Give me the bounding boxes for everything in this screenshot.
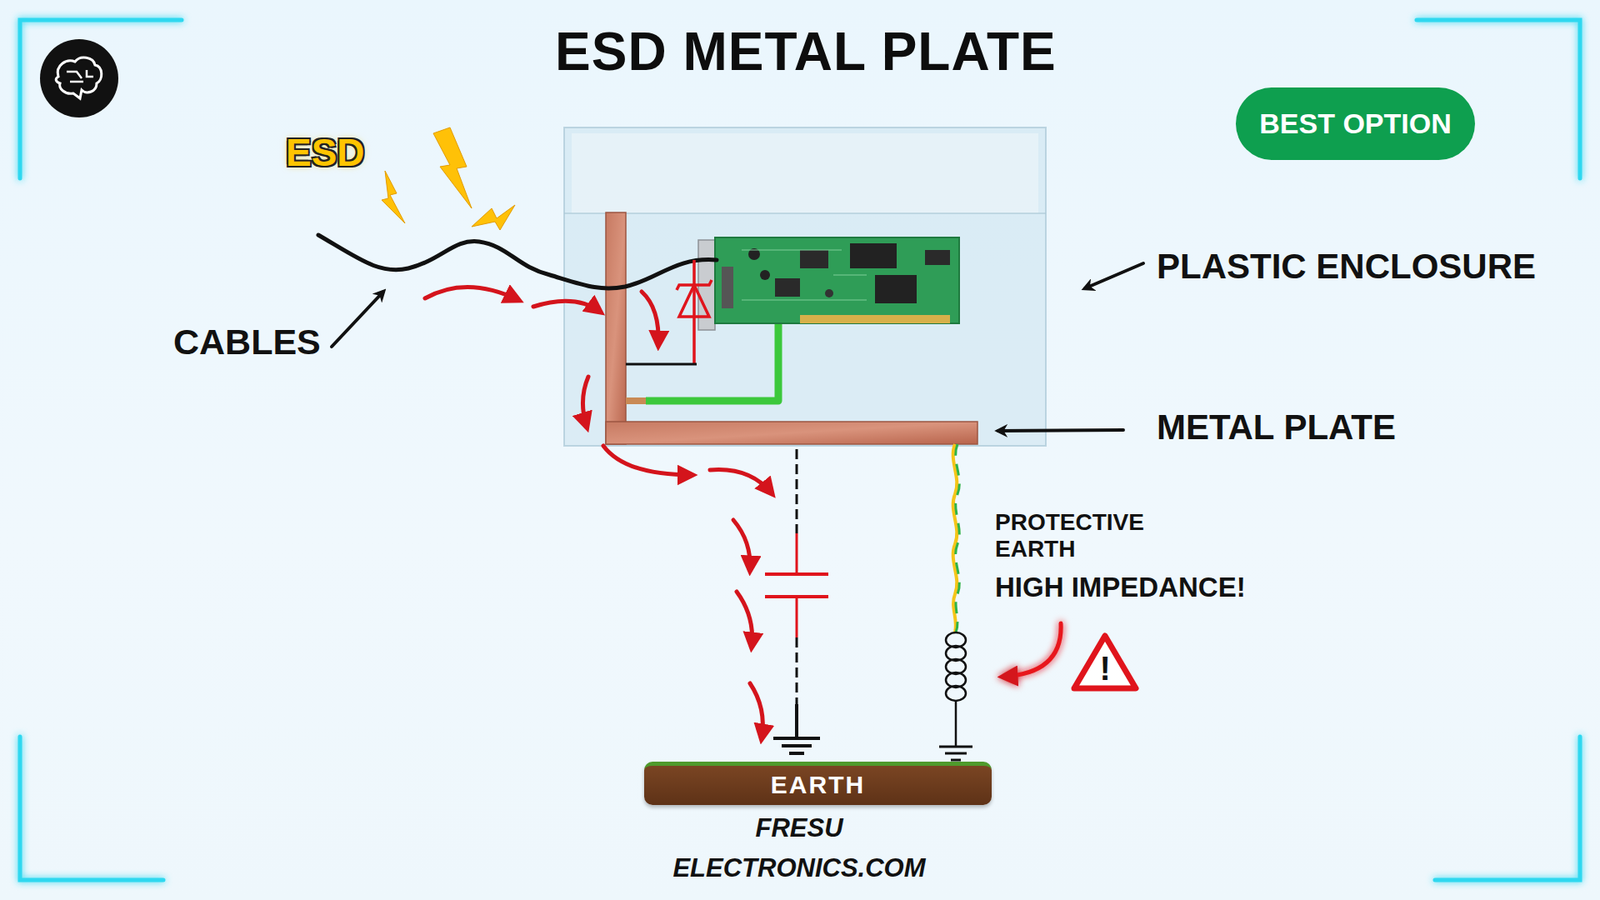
cable [318, 235, 717, 289]
metal-plate-label: METAL PLATE [1156, 407, 1396, 448]
ground-lead [795, 704, 799, 739]
ground-symbol [939, 745, 973, 749]
pcb-chip [925, 250, 950, 265]
ground-symbol [789, 751, 805, 755]
inductor-symbol [945, 632, 966, 701]
enclosure-edge [564, 212, 1046, 215]
node-text: ! [1100, 649, 1111, 688]
current-arrow [425, 286, 519, 300]
current-arrow [533, 300, 600, 312]
capacitor-lead [795, 533, 799, 575]
watermark: FRESU ELECTRONICS.COM [661, 808, 937, 889]
lightning-bolts [381, 127, 515, 230]
plate-horizontal [605, 421, 978, 445]
enclosure-box [564, 127, 1046, 446]
dashed-line [795, 637, 799, 705]
title: ESD METAL PLATE [555, 21, 1057, 84]
leader-arrows [331, 263, 1144, 431]
enclosure-top [571, 133, 1039, 214]
inductor-coil [945, 685, 966, 701]
lightning-bolt [471, 205, 515, 230]
triangle-shape [1074, 635, 1136, 689]
esd-label: ESD [285, 130, 365, 175]
stray-capacitance [765, 449, 829, 754]
tvs-diode [676, 260, 712, 365]
logo-circle [40, 39, 119, 118]
pcb-board [715, 237, 960, 324]
logo [40, 39, 119, 118]
esd-current-arrows [425, 286, 772, 739]
capacitor-plate [765, 572, 829, 576]
current-arrow [736, 591, 753, 647]
ground-lead [955, 700, 958, 747]
current-arrow [641, 291, 659, 345]
ground-symbol [945, 752, 967, 755]
corner-brackets [20, 20, 1580, 880]
node-text: EARTH [770, 770, 865, 800]
ground-wire [625, 324, 779, 405]
lightning-bolt [381, 170, 405, 224]
pcb-traces [741, 250, 867, 300]
current-arrow [710, 470, 772, 494]
warning-triangle: ! [1070, 630, 1140, 693]
metal-plate [605, 212, 978, 445]
ground-symbol [781, 744, 812, 748]
wire-tip [625, 397, 646, 405]
current-arrow [733, 520, 750, 570]
pcb-gold-fingers [800, 315, 950, 324]
plastic-enclosure [564, 127, 1046, 446]
pcb-connector [721, 266, 734, 309]
badge-pill: BEST OPTION [1235, 87, 1475, 160]
diode-ground-line [625, 363, 697, 366]
cables-label: CABLES [173, 321, 321, 363]
pcb-chip [800, 250, 829, 269]
pcb-chip [850, 243, 897, 269]
enclosure-label: PLASTIC ENCLOSURE [1156, 246, 1536, 287]
green-wire [645, 324, 779, 401]
current-arrow [750, 683, 763, 739]
current-arrow [603, 445, 692, 475]
logo-brain [55, 57, 102, 99]
warning-arrow [1003, 623, 1061, 677]
ground-symbol [773, 736, 820, 740]
pcb-capacitor [825, 289, 834, 298]
pcb-card [698, 237, 960, 330]
node-text: BEST OPTION [1259, 107, 1451, 140]
diode-triangle [679, 285, 710, 317]
warning-text: HIGH IMPEDANCE! [995, 571, 1246, 604]
capacitor-lead [795, 596, 799, 638]
logo-brain-lines [66, 70, 94, 82]
earth-wire-green [955, 444, 960, 633]
protective-earth [939, 444, 973, 760]
leader-arrow [998, 430, 1124, 431]
current-arrow [582, 376, 589, 427]
protective-earth-label: PROTECTIVE EARTH [995, 509, 1162, 563]
pcb-chip [775, 278, 800, 297]
corner-bracket [20, 20, 182, 179]
earth-ground-band: EARTH [644, 761, 992, 805]
leader-arrow [331, 291, 384, 347]
diode-lead [692, 260, 696, 365]
pcb-capacitor [760, 270, 770, 280]
leader-arrow [1085, 263, 1144, 289]
lightning-bolt [433, 127, 472, 209]
corner-bracket [20, 736, 164, 880]
plate-vertical [605, 212, 626, 445]
dashed-line [795, 449, 799, 534]
pcb-chip [875, 275, 917, 304]
corner-bracket [1435, 736, 1580, 880]
